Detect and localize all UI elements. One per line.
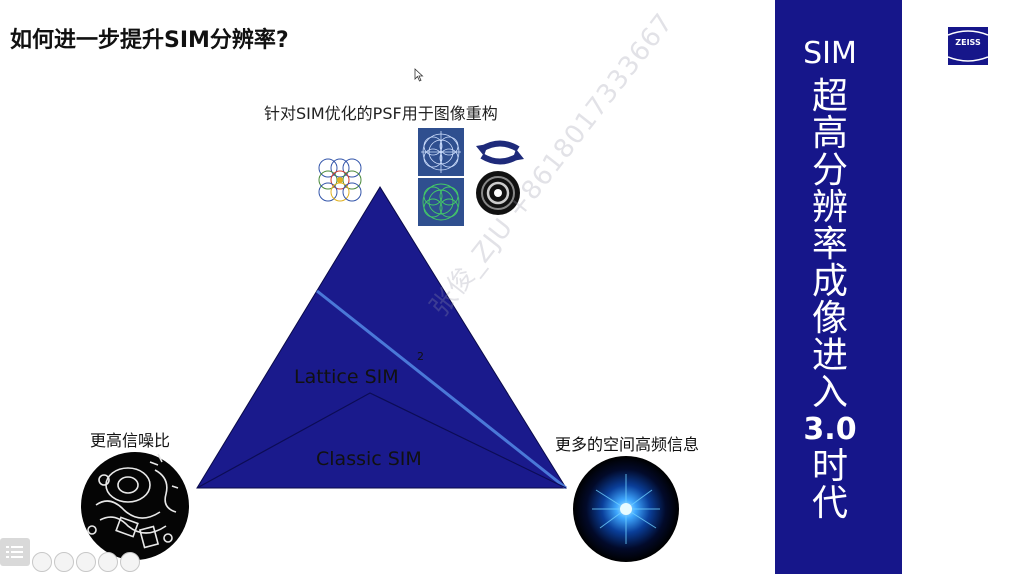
sidebar-char: 代 — [811, 483, 848, 524]
sidebar-sim: SIM — [803, 36, 857, 71]
triangle — [196, 186, 567, 489]
slide-title: 如何进一步提升SIM分辨率? — [10, 28, 289, 53]
cursor-icon — [414, 68, 424, 82]
sidebar-char: 超 — [811, 76, 848, 117]
sidebar-char: 成 — [811, 261, 848, 302]
sidebar-char: 分 — [811, 150, 848, 191]
sidebar-char: 进 — [811, 335, 848, 376]
presentation-toolbar — [0, 538, 160, 574]
slides-button[interactable] — [76, 552, 96, 572]
pen-button[interactable] — [54, 552, 74, 572]
sidebar-char: 辨 — [811, 187, 848, 228]
rotate-arrows-icon — [476, 140, 524, 165]
sidebar-banner: SIM 超 高 分 辨 率 成 像 进 入 3.0 时 代 — [775, 0, 902, 574]
lattice-divider — [316, 289, 567, 490]
classic-sim-label: Classic SIM — [316, 448, 422, 470]
psf-caption: 针对SIM优化的PSF用于图像重构 — [264, 104, 498, 123]
zoom-button[interactable] — [98, 552, 118, 572]
more-button[interactable] — [120, 552, 140, 572]
frequency-image-icon — [573, 456, 679, 562]
sidebar-char: 率 — [811, 224, 848, 265]
lattice-sim-superscript: 2 — [417, 350, 424, 363]
prev-button[interactable] — [32, 552, 52, 572]
sidebar-version: 3.0 — [803, 412, 857, 447]
airy-disc-icon — [476, 171, 520, 215]
menu-button[interactable] — [0, 538, 30, 566]
sim-pattern-icon — [318, 158, 362, 202]
sidebar-char: 时 — [811, 446, 848, 487]
psf-pattern-icon — [418, 128, 464, 226]
lattice-sim-label: Lattice SIM — [294, 366, 399, 388]
sidebar-char: 像 — [811, 298, 848, 339]
snr-label: 更高信噪比 — [90, 431, 171, 450]
high-frequency-label: 更多的空间高频信息 — [555, 435, 700, 454]
sidebar-vertical-text: 超 高 分 辨 率 成 像 进 入 3.0 时 代 — [775, 78, 885, 522]
sidebar-char: 入 — [811, 372, 848, 413]
menu-icon — [6, 546, 23, 558]
classic-divider — [196, 392, 567, 489]
cell-image-icon — [81, 452, 189, 560]
diagram — [81, 128, 679, 562]
zeiss-logo-text: ZEISS — [955, 38, 981, 47]
zeiss-logo: ZEISS — [948, 27, 988, 65]
sidebar-char: 高 — [811, 113, 848, 154]
